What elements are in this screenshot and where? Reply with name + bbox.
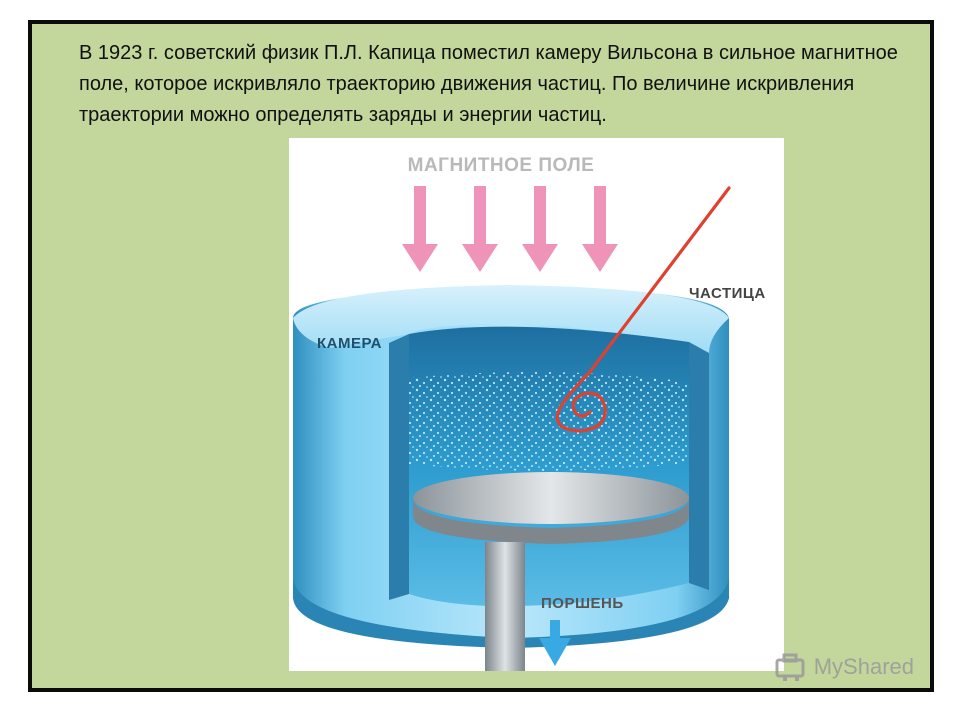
magnetic-field-arrows — [402, 186, 618, 272]
piston-label: ПОРШЕНЬ — [541, 595, 624, 612]
chamber-label: КАМЕРА — [317, 335, 382, 352]
field-arrow-icon — [402, 186, 438, 272]
particle-label: ЧАСТИЦА — [689, 285, 766, 302]
chamber-cylinder — [293, 285, 729, 648]
piston-arrow-icon — [539, 620, 571, 666]
particle-trajectory — [555, 186, 731, 433]
myshared-logo-icon — [775, 653, 805, 681]
wilson-chamber-illustration: МАГНИТНОЕ ПОЛЕ — [289, 138, 784, 671]
piston-rod — [485, 542, 525, 671]
slide-body-text: В 1923 г. советский физик П.Л. Капица по… — [79, 42, 898, 126]
field-arrow-icon — [522, 186, 558, 272]
watermark-text: MyShared — [813, 654, 914, 679]
field-arrow-icon — [462, 186, 498, 272]
slide: В 1923 г. советский физик П.Л. Капица по… — [28, 20, 934, 692]
watermark: MyShared — [774, 652, 914, 682]
magnetic-field-label: МАГНИТНОЕ ПОЛЕ — [408, 155, 595, 176]
field-arrow-icon — [582, 186, 618, 272]
